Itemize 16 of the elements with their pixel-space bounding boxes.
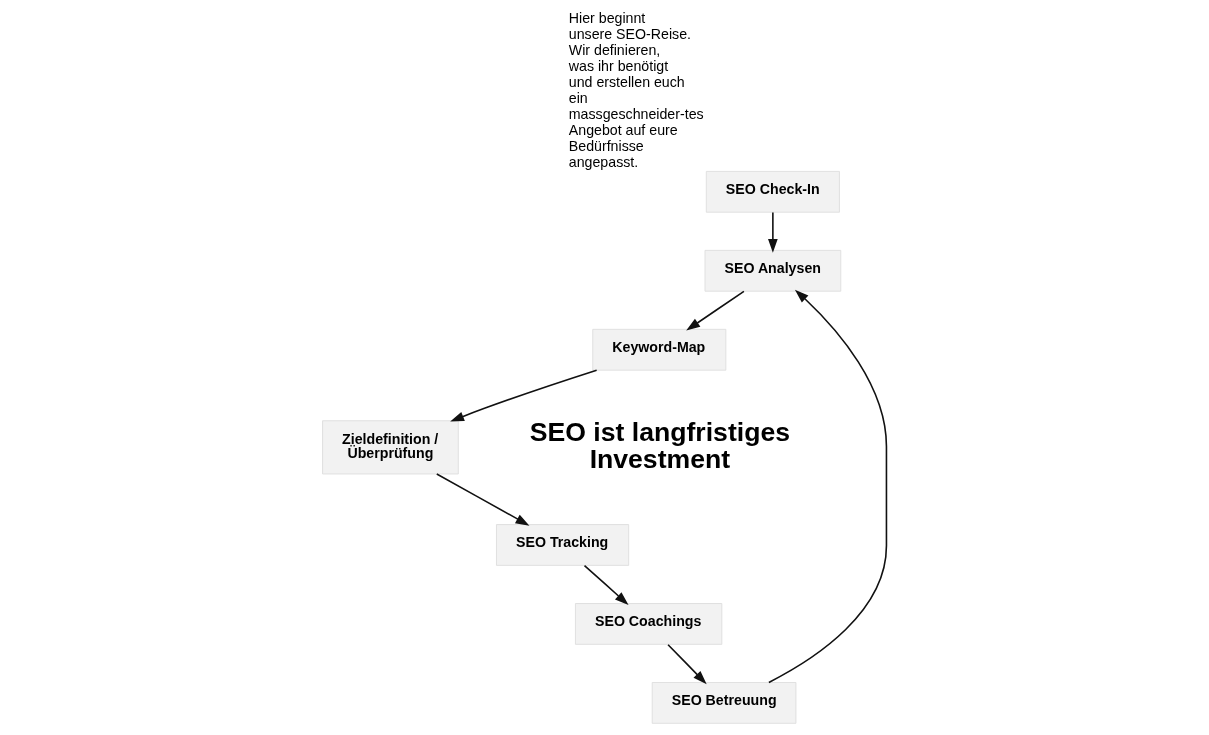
node-box: Keyword-Map [592,328,727,371]
node-box: SEO Tracking [496,524,630,566]
arrow [667,643,707,685]
arrow [583,564,629,606]
node-box: SEO Betreuung [651,682,797,724]
arrow [686,290,745,331]
arrow [768,289,888,684]
label: SEO ist langfristiges Investment [529,417,790,474]
node-box: Zieldefinition / Überprüfung [322,420,459,475]
node-box: SEO Coachings [575,603,723,645]
node-box: SEO Analysen [704,249,842,292]
node-label: Hier beginnt unsere SEO-Reise. Wir definieren, was ihr benötigt und erstellen euch ein massgeschneider-tes Angebot auf eure Bedürfnisse angepasst. [568,10,704,170]
arrow [450,369,598,422]
arrow [768,211,778,253]
node-box: SEO Check-In [705,170,840,213]
arrow [435,473,530,526]
